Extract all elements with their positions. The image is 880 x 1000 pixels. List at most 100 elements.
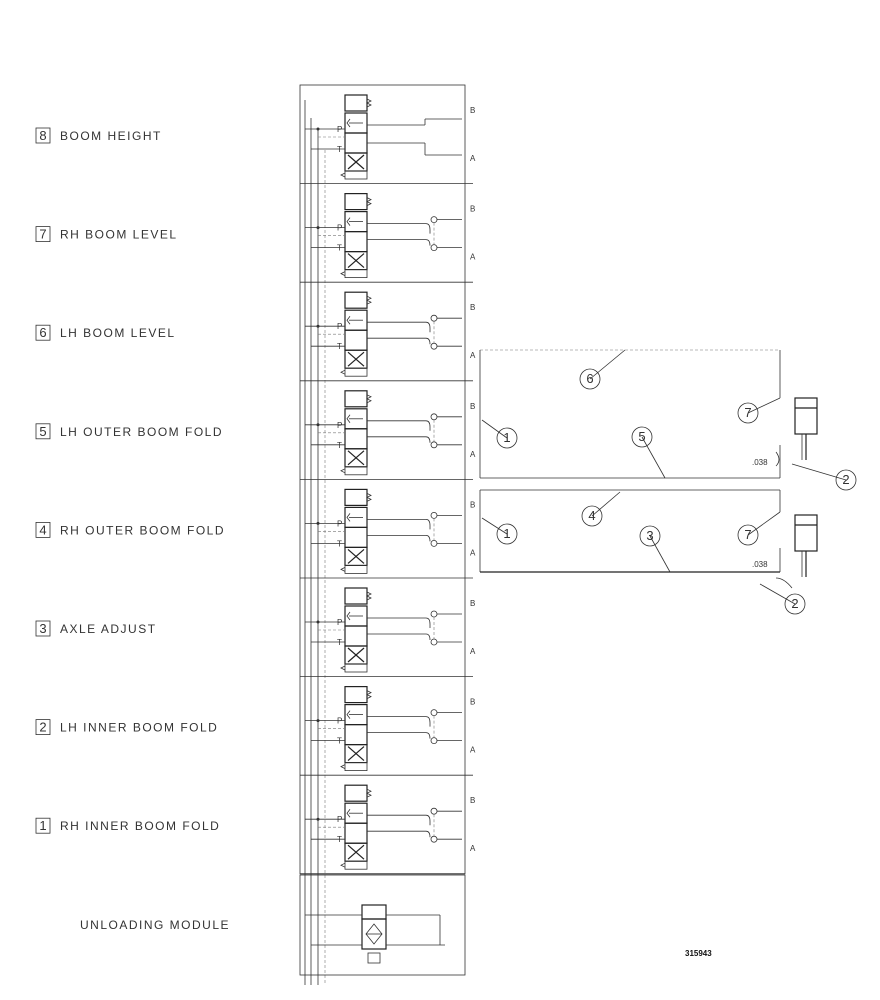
section-number-box [35,226,51,243]
spool-port-p: P [337,224,342,233]
spool-cross-b [347,548,365,564]
check-valve-b-icon [430,807,438,815]
spool-block-center [344,231,368,253]
pilot-check-a [425,535,431,542]
spool-block-center [344,723,368,746]
spool-cross-b [347,154,365,170]
port-a-label: A [470,548,476,557]
solenoid-top [344,784,368,802]
check-valve-a-icon [430,638,438,646]
callout-number: 1 [503,526,510,541]
check-valve-b-icon [430,610,438,618]
port-b-label: B [470,500,475,509]
port-b-label: B [470,303,475,312]
section-label: LH INNER BOOM FOLD [60,721,218,735]
spool-cross-b [347,844,365,860]
spool-port-t: T [337,737,342,746]
pilot-check-b [425,420,431,431]
pilot-check-a [425,633,431,641]
drawing-number: 315943 [685,949,712,958]
port-a-label: A [470,844,476,853]
callout-number: 3 [646,528,653,543]
port-a-label: A [470,351,476,360]
check-valve-a-icon [430,441,438,449]
callout-circle [581,505,603,527]
callout-leader [791,463,847,481]
callout-circle [496,427,518,449]
callout-circle [496,523,518,545]
check-valve-a-icon [430,540,438,547]
port-b-label: B [470,698,475,707]
check-valve-b-icon [430,216,438,224]
junction-dot [316,423,320,427]
callout-balloon: 4 [581,491,621,527]
section-number: 5 [39,424,46,439]
section-number: 6 [39,325,46,340]
spring-icon [366,197,372,206]
section-label: BOOM HEIGHT [60,129,162,143]
solenoid-top [344,587,368,605]
solenoid-top [344,291,368,309]
orifice-upper [775,451,780,467]
solenoid-top [344,193,368,211]
spring-icon [340,567,346,572]
spring-icon [340,665,346,671]
unloading-module [305,904,445,964]
callout-leader [591,491,621,517]
pilot-check-b [425,321,431,333]
spool-cross-b [347,450,365,466]
solenoid-icon [367,952,381,964]
check-valve-b-icon [430,314,438,322]
solenoid-bottom [344,860,368,870]
spring-icon [366,690,372,699]
solenoid-bottom [344,170,368,180]
check-valve-a-icon [430,835,438,843]
pilot-check-b [425,814,431,826]
port-b-label: B [470,205,475,214]
spool-block-center [344,329,368,351]
junction-dot [316,226,320,230]
section-number-box [35,817,51,834]
callout-leader [641,436,666,479]
junction-dot [316,521,320,525]
callout-balloon: 1 [481,517,518,545]
callout-leader [649,535,671,573]
section-label: RH BOOM LEVEL [60,228,178,242]
port-b-label: B [470,402,475,411]
section-label: AXLE ADJUST [60,622,157,636]
orifice-label-lower: .038 [752,560,768,569]
callout-leader [481,517,508,535]
section-label: LH BOOM LEVEL [60,326,176,340]
callout-circle [737,402,759,424]
callout-number: 7 [744,405,751,420]
spool-port-t: T [337,835,342,844]
callout-circle [737,524,759,546]
spool-port-p: P [337,519,342,528]
pilot-check-b [425,223,431,234]
spool-block-center [344,428,368,450]
spring-icon [366,493,372,502]
section-number: 3 [39,621,46,636]
pilot-check-a [425,830,431,838]
spool-block-center [344,132,368,154]
pilot-check-b [425,716,431,727]
callout-circle [835,469,857,491]
section-number: 1 [39,818,46,833]
check-valve-a-icon [430,737,438,744]
section-number: 2 [39,720,46,735]
callout-circle [579,368,601,390]
port-a-label: A [470,154,476,163]
orifice-lower [775,577,793,589]
spring-icon [340,468,346,474]
callout-leader [481,419,508,439]
spool-port-p: P [337,421,342,430]
callout-balloon: 2 [791,463,857,491]
section-number-box [35,522,51,538]
callout-balloon: 6 [579,349,626,390]
section-label: RH OUTER BOOM FOLD [60,523,225,537]
